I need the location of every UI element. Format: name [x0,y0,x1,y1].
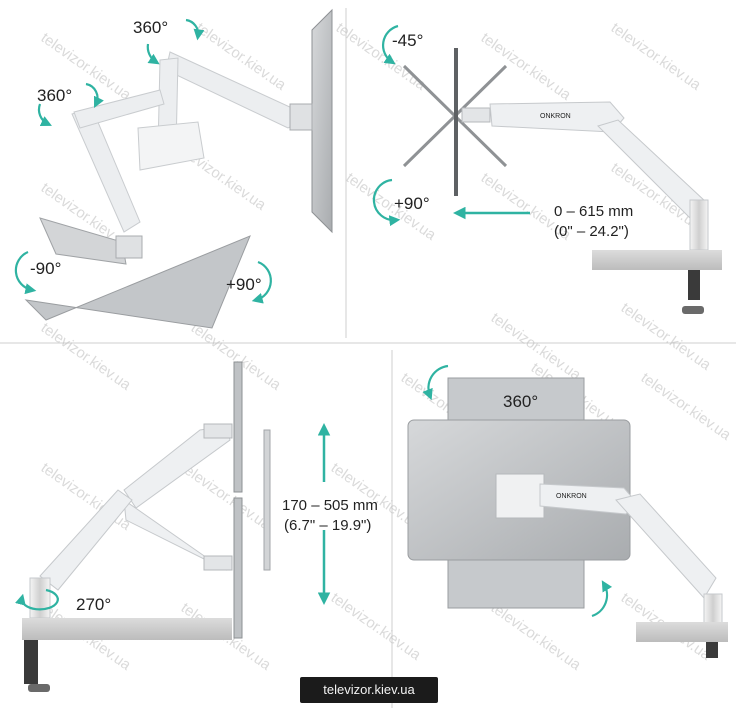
panel-screen-rotation: ONKRON 360° [407,364,728,658]
arm-lower [615,493,717,599]
panel-rotation-tilt: 360° 360° -90° +90° [14,8,333,329]
rotate-arrow-icon [185,18,205,41]
label-tilt-up: -45° [392,31,423,50]
arm-base [137,121,205,171]
brand-logo-text: ONKRON [556,493,587,500]
rotate-arrow-icon [591,580,613,618]
label-tilt-down: +90° [394,194,430,213]
rotate-arrow-icon [251,260,272,304]
monitor-landscape-top [447,377,585,425]
monitor-high [233,361,243,493]
watermark: televizor.kiev.ua [478,29,575,104]
arm-link [73,89,165,129]
arm-vesa-joint [461,107,491,123]
label-tilt-right: +90° [226,275,262,294]
monitor-low [233,497,243,639]
vesa-plate [203,423,233,439]
label-height-mm: 170 – 505 mm [282,497,378,514]
watermark: televizor.kiev.ua [488,599,585,674]
monitor-landscape-bottom [447,559,585,609]
monitor-portrait [311,8,333,234]
watermark: televizor.kiev.ua [638,369,735,444]
label-extension-in: (0" – 24.2") [554,223,629,240]
rotate-arrow-icon [14,250,37,295]
clamp-foot [682,306,704,314]
vesa-plate [203,555,233,571]
clamp [706,642,718,658]
vesa-plate [495,473,545,519]
panel-height-swivel: 170 – 505 mm (6.7" – 19.9") 270° [15,361,378,692]
desk [592,250,722,270]
rotate-arrow-icon [85,82,104,108]
watermark: televizor.kiev.ua [328,589,425,664]
pole [689,199,709,251]
clamp [688,270,700,300]
panel-tilt-extension: ONKRON -45° +90° 0 – 615 mm (0" – 24.2") [372,24,722,314]
rotate-arrow-icon [146,43,160,65]
monitor-tilted-bottom [24,235,251,329]
pole [29,577,51,619]
label-tilt-left: -90° [30,259,61,278]
label-extension-mm: 0 – 615 mm [554,203,633,220]
clamp-foot [28,684,50,692]
swivel-arrow-icon [15,588,59,611]
rotate-arrow-icon [382,24,399,65]
rotate-arrow-icon [37,103,52,127]
vesa-plate [115,235,143,259]
arm-column [39,489,133,591]
pole [703,593,723,625]
watermark: televizor.kiev.ua [38,319,135,394]
site-badge: televizor.kiev.ua [300,677,438,703]
desk [22,618,232,640]
clamp [24,640,38,684]
vesa-plate [289,103,313,131]
label-rotation-mid: 360° [37,86,72,105]
label-rotation-top: 360° [133,18,168,37]
desk [636,622,728,642]
monitor-tilted-top [39,217,127,265]
monitor-ghost [263,429,271,571]
watermark-layer: televizor.kiev.ua televizor.kiev.ua tele… [38,19,735,674]
rotate-arrow-icon [372,178,401,227]
brand-logo-text: ONKRON [540,113,571,120]
rotate-arrow-icon [422,364,449,401]
watermark: televizor.kiev.ua [178,459,275,534]
label-height-in: (6.7" – 19.9") [284,517,371,534]
label-rotation: 360° [503,392,538,411]
label-swivel: 270° [76,595,111,614]
watermark: televizor.kiev.ua [608,19,705,94]
